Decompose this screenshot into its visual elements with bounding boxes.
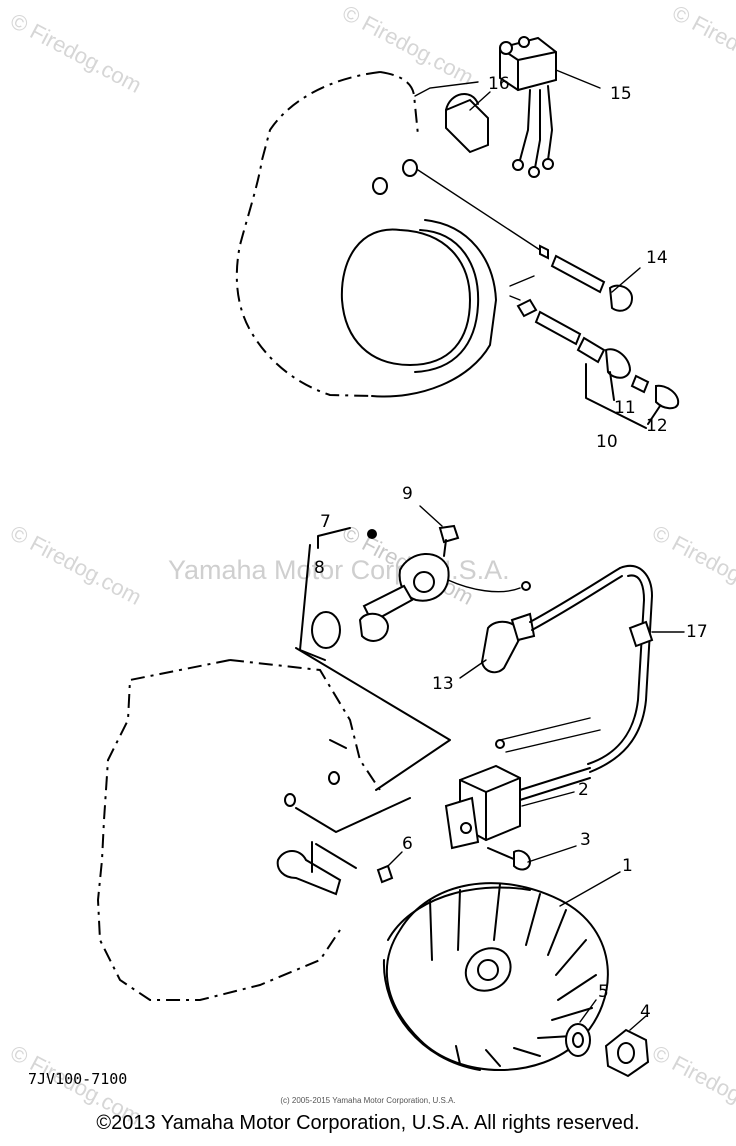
small-copyright: (c) 2005-2015 Yamaha Motor Corporation, … [280,1096,456,1105]
callout-8: 8 [314,558,325,578]
part-2-ignition-coil [444,717,601,850]
copyright-notice: ©2013 Yamaha Motor Corporation, U.S.A. A… [96,1112,640,1134]
callout-7: 7 [320,512,331,532]
watermark-center: Yamaha Motor Corp., U.S.A. [168,555,510,585]
part-4-nut [604,1015,650,1078]
callout-9: 9 [402,484,413,504]
callout-2: 2 [578,780,589,800]
part-13-plug-cap [459,565,685,773]
part-7-8-assembly [299,527,531,661]
callout-6: 6 [402,834,413,854]
callout-1: 1 [622,856,633,876]
callout-11: 11 [614,398,636,418]
callout-4: 4 [640,1002,651,1022]
fan-housing-upper [235,71,497,398]
part-10-11-12-assembly [509,275,680,429]
callout-12: 12 [646,416,668,436]
crankcase-lower [96,647,451,1001]
callout-3: 3 [580,830,591,850]
part-16-bracket [445,91,491,154]
callout-17: 17 [686,622,708,642]
callout-13: 13 [432,674,454,694]
part-9-bolt [419,505,460,557]
callout-5: 5 [598,982,609,1002]
part-6-key [376,851,403,884]
diagram-code: 7JV100-7100 [28,1070,128,1088]
callout-15: 15 [610,84,632,104]
callout-10: 10 [596,432,618,452]
part-5-washer [565,999,597,1057]
part-3-screw [487,845,577,871]
callout-14: 14 [646,248,668,268]
part-15-unit [499,36,601,178]
part-14-switch [417,169,641,312]
callout-16: 16 [488,74,510,94]
